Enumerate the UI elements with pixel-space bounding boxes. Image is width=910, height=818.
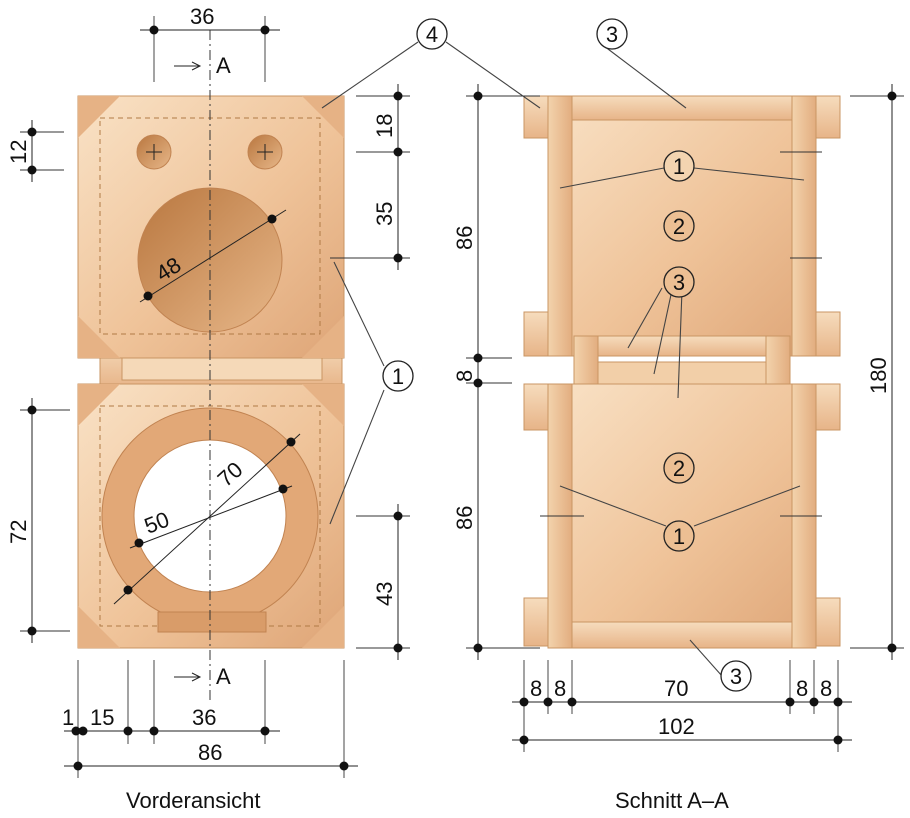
dim-left-lower: 72 [6,520,31,544]
sec-upper-tab-tr [813,95,841,139]
dim-sec-bottom-8c: 8 [796,676,808,701]
dim-bottom-1: 1 [62,705,74,730]
front-upper-corner-bl [78,316,120,358]
dim-sec-bottom-8a: 8 [530,676,542,701]
dim-sec-right-total: 180 [866,357,891,394]
front-upper-corner-br [302,316,344,358]
sec-upper-tab-tl [523,95,551,139]
dim-sec-left-lower: 86 [452,506,477,530]
svg-text:1: 1 [673,524,685,549]
front-lower-corner-tl [78,384,120,426]
callout-3-top: 3 [596,18,628,50]
front-upper-corner-tr [302,96,344,138]
sec-connector-top [597,335,767,357]
callout-4: 4 [416,18,448,50]
section-view: 86 8 86 180 8 8 70 8 8 102 Schnitt A–A [452,84,904,813]
sec-upper-back-panel [791,95,817,357]
front-lower-corner-br [302,606,344,648]
callout-1-front: 1 [382,360,414,392]
callout-2-upper: 2 [663,210,695,242]
dim-bottom-total: 86 [198,740,222,765]
callout-2-lower: 2 [663,452,695,484]
svg-text:1: 1 [673,154,685,179]
section-marker-top: A [216,53,231,78]
sec-lower-bottom-panel [571,621,793,649]
svg-text:3: 3 [730,664,742,689]
dim-sec-bottom-total: 102 [658,714,695,739]
svg-text:2: 2 [673,456,685,481]
dim-right-top: 18 [372,114,397,138]
svg-text:3: 3 [606,22,618,47]
dim-left-small: 12 [6,140,31,164]
sec-lower-tab-tr [813,383,841,431]
svg-text:1: 1 [392,364,404,389]
front-lower-corner-tr [302,384,344,426]
front-view: A A 36 18 35 12 72 43 [6,4,410,813]
section-marker-bottom: A [216,664,231,689]
dim-sec-bottom-8b: 8 [554,676,566,701]
sec-upper-tab-br [813,311,841,357]
dim-sec-left-gap: 8 [452,370,477,382]
callout-1-upper: 1 [663,150,695,182]
dim-sec-left-upper: 86 [452,226,477,250]
lower-speaker-slot [157,611,267,633]
sec-upper-front-panel [547,95,573,357]
sec-lower-box [547,383,817,649]
sec-lower-tab-bl [523,597,551,647]
sec-upper-tab-bl [523,311,551,357]
svg-text:3: 3 [673,270,685,295]
dim-sec-bottom-70: 70 [664,676,688,701]
svg-text:2: 2 [673,214,685,239]
dim-top-width: 36 [190,4,214,29]
dim-sec-bottom-8d: 8 [820,676,832,701]
callout-1-lower: 1 [663,520,695,552]
callouts: 4 3 1 2 3 1 2 1 [321,18,805,692]
sec-connector-mid [597,361,767,385]
sec-upper-top-panel [571,95,793,121]
dim-right-mid: 35 [372,202,397,226]
dim-bottom-15: 15 [90,705,114,730]
front-lower-corner-bl [78,606,120,648]
dim-right-lower: 43 [372,582,397,606]
dim-bottom-36: 36 [192,705,216,730]
sec-lower-tab-tl [523,383,551,431]
front-connector-strip [121,355,323,381]
callout-3-middle: 3 [663,266,695,298]
callout-3-bottom: 3 [720,660,752,692]
svg-text:4: 4 [426,22,438,47]
sec-lower-tab-br [813,597,841,647]
front-view-caption: Vorderansicht [126,788,261,813]
section-view-caption: Schnitt A–A [615,788,729,813]
front-upper-corner-tl [78,96,120,138]
